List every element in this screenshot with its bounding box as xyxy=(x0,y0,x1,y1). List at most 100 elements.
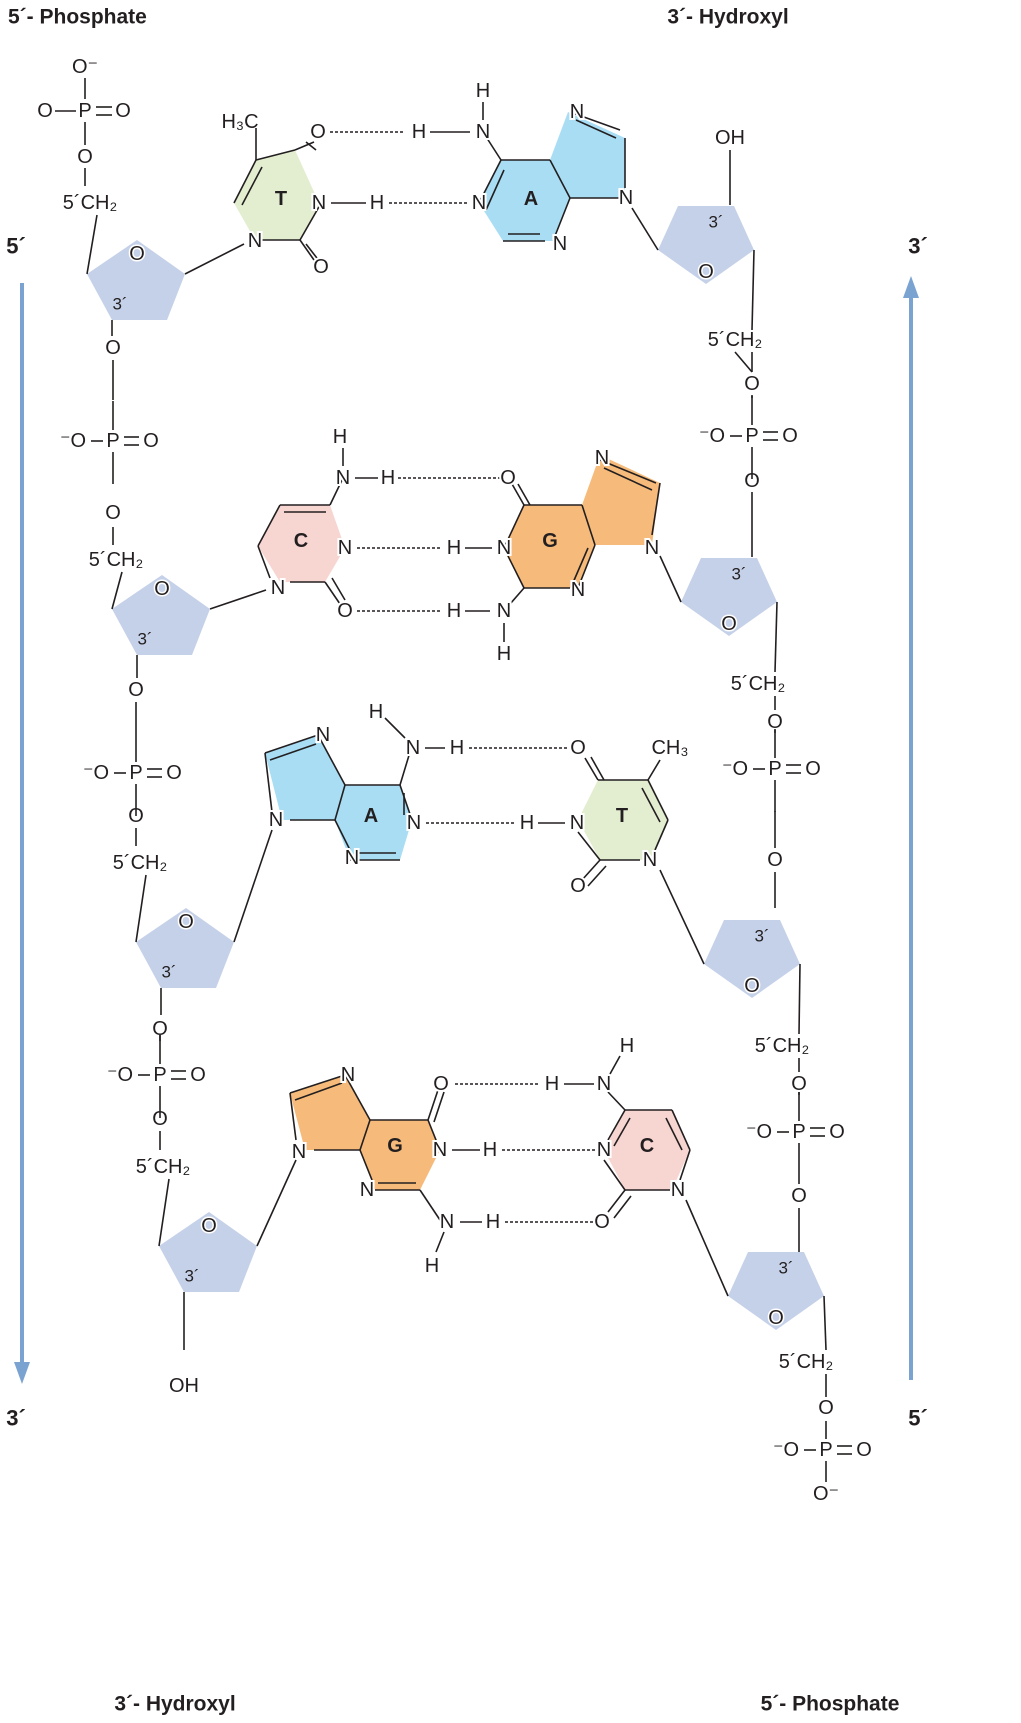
base-adenine: A xyxy=(524,188,538,210)
base-nitrogen: N xyxy=(619,187,633,209)
phosphate-o: O xyxy=(128,805,144,827)
base-nitrogen: N xyxy=(645,537,659,559)
deoxyribose-sugar xyxy=(681,558,777,636)
thymine-ring xyxy=(578,780,668,860)
base-nitrogen: N xyxy=(595,447,609,469)
bond-line xyxy=(613,1117,631,1147)
phosphate-o-minus: ⁻O xyxy=(722,758,748,780)
phosphate-o-minus: ⁻O xyxy=(773,1439,799,1461)
bond-line xyxy=(581,859,601,881)
base-nitrogen: N xyxy=(336,467,350,489)
sugar-five-prime-ch2: 5´CH₂ xyxy=(136,1156,190,1178)
bond-line xyxy=(334,784,346,821)
bond-line xyxy=(647,759,661,781)
bond-line xyxy=(575,119,617,139)
bond-line xyxy=(607,1109,626,1141)
phosphate-o: O xyxy=(166,762,182,784)
sugar-three-prime: 3´ xyxy=(137,630,152,649)
phosphate-o: O xyxy=(744,470,760,492)
base-nitrogen: N xyxy=(497,537,511,559)
phosphate-o-minus: ⁻O xyxy=(699,425,725,447)
adenine-ring xyxy=(265,735,412,860)
phosphate-o: O xyxy=(37,100,53,122)
base-oxygen: O xyxy=(500,467,516,489)
base-nitrogen: N xyxy=(269,809,283,831)
bond-line xyxy=(603,467,653,491)
phosphate-o: O xyxy=(190,1064,206,1086)
bond-line xyxy=(299,239,315,261)
bond-line xyxy=(289,1074,346,1094)
bond-line xyxy=(344,1074,371,1121)
bond-line xyxy=(334,819,351,851)
sugar-three-prime: 3´ xyxy=(731,565,746,584)
thymine-ring xyxy=(234,150,320,240)
bond-line xyxy=(289,1092,297,1141)
base-nitrogen: N xyxy=(597,1073,611,1095)
base-nitrogen: N xyxy=(407,812,421,834)
bond-line xyxy=(503,547,525,589)
bond-line xyxy=(135,874,147,943)
phosphate-o: O xyxy=(782,425,798,447)
sugar-ring-oxygen: O xyxy=(201,1215,217,1237)
bond-line xyxy=(359,1149,373,1181)
bond-line xyxy=(517,483,531,506)
phosphate-p: P xyxy=(819,1439,832,1461)
hydrogen-atom: H xyxy=(370,192,384,214)
sugar-ring-oxygen: O xyxy=(154,578,170,600)
phosphate-o: O xyxy=(152,1018,168,1040)
strand-end-left-top: 5´ xyxy=(6,234,26,259)
bond-line xyxy=(651,482,661,536)
arrow-head-down xyxy=(14,1362,30,1384)
bond-line xyxy=(257,545,271,579)
bond-line xyxy=(577,544,596,589)
hydrogen-atom: H xyxy=(545,1073,559,1095)
bond-line xyxy=(577,831,601,861)
bond-line xyxy=(659,555,682,603)
hydrogen-atom: H xyxy=(483,1139,497,1161)
phosphate-p: P xyxy=(792,1121,805,1143)
sugar-five-prime-ch2: 5´CH₂ xyxy=(89,549,143,571)
bond-line xyxy=(305,243,321,263)
sugar-three-prime: 3´ xyxy=(754,927,769,946)
corner-label-top-left: 5´- Phosphate xyxy=(8,6,147,29)
corner-label-bottom-left: 3´- Hydroxyl xyxy=(114,1693,235,1716)
base-nitrogen: N xyxy=(345,847,359,869)
three-prime-hydroxyl: OH xyxy=(715,127,745,149)
base-oxygen: O xyxy=(570,737,586,759)
deoxyribose-sugar xyxy=(87,240,185,320)
base-nitrogen: N xyxy=(472,192,486,214)
bond-line xyxy=(294,141,315,151)
sugar-five-prime-ch2: 5´CH₂ xyxy=(63,192,117,214)
bond-line xyxy=(503,504,525,549)
bond-line xyxy=(158,1178,170,1247)
sugar-five-prime-ch2: 5´CH₂ xyxy=(779,1351,833,1373)
deoxyribose-sugar xyxy=(112,575,210,655)
deoxyribose-sugar xyxy=(728,1252,824,1330)
phosphate-o: O xyxy=(856,1439,872,1461)
bond-line xyxy=(590,756,605,781)
base-nitrogen: N xyxy=(406,737,420,759)
base-nitrogen: N xyxy=(570,101,584,123)
phosphate-o: O xyxy=(128,679,144,701)
base-nitrogen: N xyxy=(440,1211,454,1233)
phosphate-p: P xyxy=(153,1064,166,1086)
bond-line xyxy=(641,787,661,823)
deoxyribose-sugar xyxy=(136,908,234,988)
base-nitrogen: N xyxy=(248,230,262,252)
strand-end-left-bottom: 3´ xyxy=(6,1406,26,1431)
bond-line xyxy=(478,159,502,204)
bond-line xyxy=(734,351,753,373)
phosphate-o-minus: ⁻O xyxy=(83,762,109,784)
strand-end-right-top: 3´ xyxy=(908,234,928,259)
base-nitrogen: N xyxy=(570,812,584,834)
bond-line xyxy=(419,1189,441,1221)
phosphate-o: O xyxy=(791,1073,807,1095)
phosphate-o: O xyxy=(744,373,760,395)
phosphate-o: O xyxy=(152,1108,168,1130)
sugar-ring-oxygen: O xyxy=(129,243,145,265)
bond-line xyxy=(603,1159,626,1191)
sugar-three-prime: 3´ xyxy=(112,295,127,314)
bond-line xyxy=(256,1159,297,1247)
bond-line xyxy=(665,1117,683,1151)
